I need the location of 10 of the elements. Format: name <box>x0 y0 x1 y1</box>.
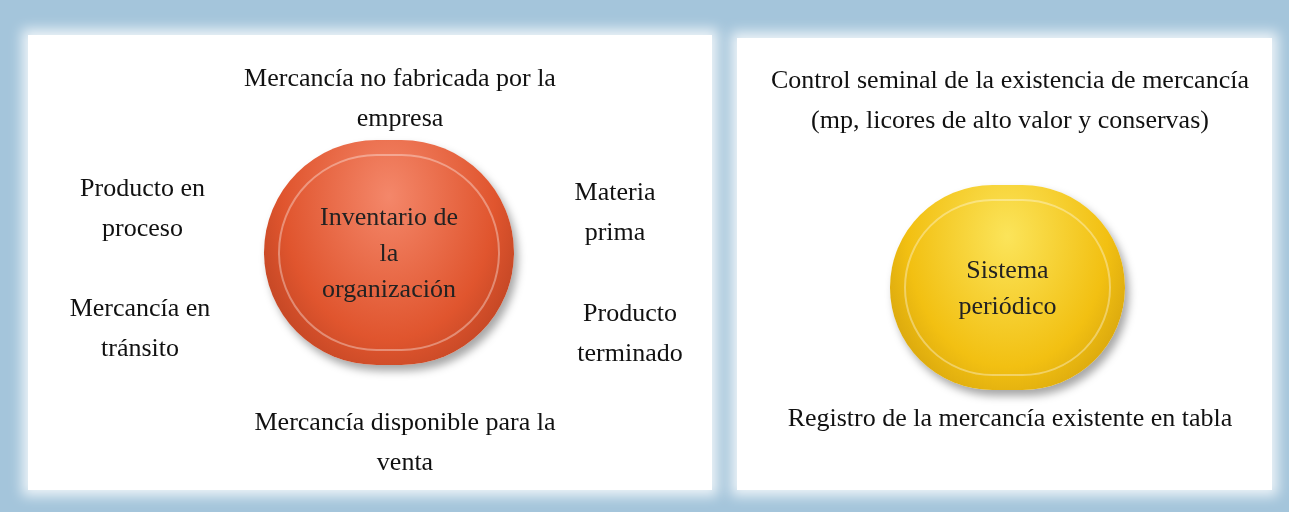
text-label: Mercancía en tránsito <box>68 292 212 364</box>
text-label: Producto terminado <box>576 297 684 369</box>
text-label: Materia prima <box>573 176 657 248</box>
text-label: Registro de la mercancía existente en tabla <box>786 402 1234 434</box>
text-label: Control seminal de la existencia de mercancía (mp, licores de alto valor y conservas) <box>770 64 1250 136</box>
text-label: Mercancía disponible para la venta <box>253 406 557 478</box>
text-label: Producto en proceso <box>79 172 206 244</box>
node-label: Sistema periódico <box>957 253 1058 322</box>
text-label: Mercancía no fabricada por la empresa <box>243 62 557 134</box>
node-label: Inventario de la organización <box>319 200 459 305</box>
